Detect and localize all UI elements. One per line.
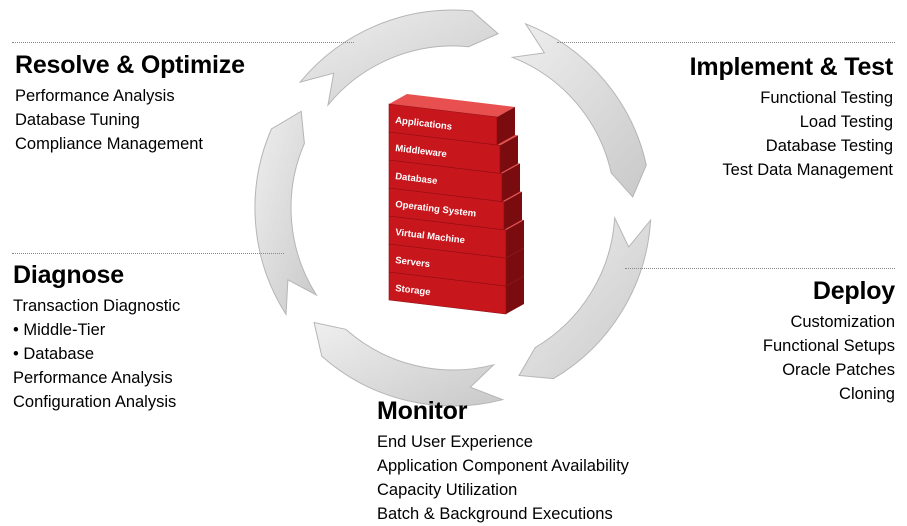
deploy-item: Customization bbox=[790, 313, 895, 331]
monitor-item: End User Experience bbox=[377, 433, 533, 451]
stack-layer-label: Storage bbox=[395, 283, 431, 298]
diagnose-title: Diagnose bbox=[13, 261, 124, 289]
divider-resolve bbox=[12, 42, 354, 43]
resolve-item: Database Tuning bbox=[15, 111, 140, 129]
divider-diagnose bbox=[12, 253, 284, 254]
stack-layer-side bbox=[504, 191, 522, 230]
resolve-item: Performance Analysis bbox=[15, 87, 175, 105]
cycle-arrow bbox=[298, 9, 500, 107]
monitor-block: Monitor End User Experience Application … bbox=[377, 396, 629, 526]
stack-layer-label: Servers bbox=[395, 255, 431, 270]
stack-layer-side bbox=[506, 248, 524, 287]
stack-layer-side bbox=[506, 220, 524, 259]
cycle-arrow bbox=[510, 22, 647, 198]
deploy-item: Functional Setups bbox=[762, 337, 895, 355]
monitor-title: Monitor bbox=[377, 397, 468, 425]
resolve-optimize-title: Resolve & Optimize bbox=[15, 51, 245, 79]
monitor-item: Batch & Background Executions bbox=[377, 505, 613, 523]
implement-item: Test Data Management bbox=[722, 161, 893, 179]
deploy-item: Cloning bbox=[839, 385, 895, 403]
diagnose-item: Configuration Analysis bbox=[13, 393, 177, 411]
resolve-item: Compliance Management bbox=[15, 135, 204, 153]
diagnose-item: • Middle-Tier bbox=[13, 321, 106, 339]
deploy-title: Deploy bbox=[812, 277, 895, 305]
diagnose-item: Transaction Diagnostic bbox=[13, 297, 181, 315]
implement-item: Database Testing bbox=[765, 137, 893, 155]
stack-layer-side bbox=[506, 276, 524, 315]
monitor-item: Capacity Utilization bbox=[377, 481, 518, 499]
stack-layer-label: Database bbox=[395, 171, 438, 187]
cycle-arrow bbox=[254, 110, 318, 316]
cycle-arrow bbox=[313, 321, 505, 407]
stack-layer-front bbox=[388, 103, 498, 146]
stack-layer-side bbox=[497, 106, 515, 145]
monitor-item: Application Component Availability bbox=[377, 457, 629, 475]
implement-item: Load Testing bbox=[799, 113, 893, 131]
cycle-ring bbox=[254, 9, 652, 407]
diagnose-block: Diagnose Transaction Diagnostic • Middle… bbox=[13, 260, 180, 414]
diagnose-item: Performance Analysis bbox=[13, 369, 173, 387]
stack-layer-side bbox=[502, 163, 520, 202]
deploy-item: Oracle Patches bbox=[782, 361, 895, 379]
implement-item: Functional Testing bbox=[760, 89, 893, 107]
stack-layer-top bbox=[389, 94, 515, 117]
diagnose-item: • Database bbox=[13, 345, 94, 363]
stack-layer: Applications bbox=[388, 94, 515, 146]
implement-test-title: Implement & Test bbox=[689, 53, 894, 81]
divider-deploy bbox=[625, 268, 895, 269]
implement-test-block: Implement & Test Functional Testing Load… bbox=[689, 52, 894, 182]
deploy-block: Deploy Customization Functional Setups O… bbox=[763, 276, 895, 406]
resolve-optimize-block: Resolve & Optimize Performance Analysis … bbox=[15, 50, 245, 156]
stack-layer-side bbox=[500, 135, 518, 174]
cycle-arrow bbox=[518, 215, 652, 380]
divider-implement bbox=[557, 42, 895, 43]
